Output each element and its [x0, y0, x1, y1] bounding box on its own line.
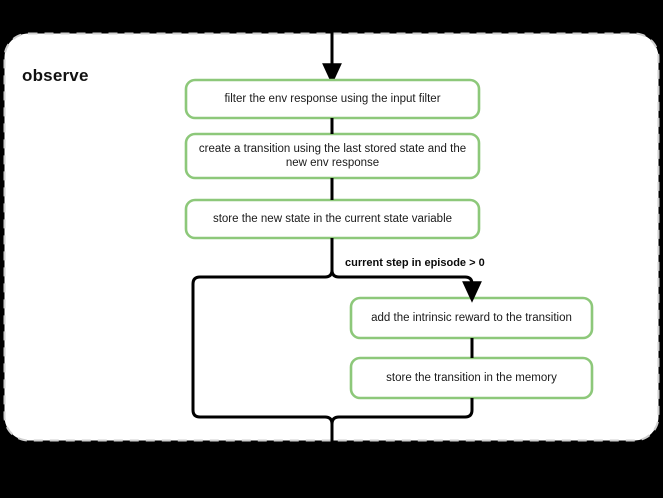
edge-label-condition: current step in episode > 0 — [345, 257, 485, 269]
edge-condition-branch — [330, 269, 482, 303]
node-store-memory-box[interactable] — [349, 356, 594, 400]
node-create-transition-box[interactable] — [184, 132, 481, 180]
node-intrinsic-reward-box[interactable] — [349, 296, 594, 340]
group-title: observe — [22, 66, 89, 85]
node-store-state-box[interactable] — [184, 198, 481, 240]
node-filter-box[interactable] — [184, 78, 481, 120]
edge-bypass-branch — [191, 269, 334, 440]
edge-memory-to-merge — [330, 398, 474, 440]
